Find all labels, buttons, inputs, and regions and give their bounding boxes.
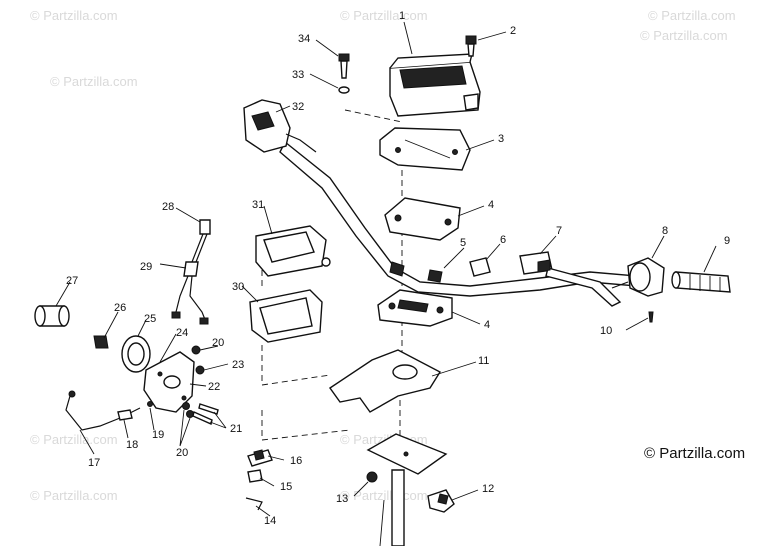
callout-20-lower: 20 bbox=[176, 447, 188, 459]
part-nut bbox=[366, 471, 378, 483]
callout-21: 21 bbox=[230, 423, 242, 435]
watermark-text: © Partzilla.com bbox=[30, 8, 118, 23]
part-small-clip bbox=[247, 469, 263, 483]
callout-3: 3 bbox=[498, 133, 504, 145]
callout-31: 31 bbox=[252, 199, 264, 211]
part-throttle-housing bbox=[611, 257, 665, 297]
callout-7: 7 bbox=[556, 225, 562, 237]
watermark-text: © Partzilla.com bbox=[50, 74, 138, 89]
part-cylinder bbox=[34, 305, 70, 327]
callout-4-lower: 4 bbox=[484, 319, 490, 331]
part-fasteners bbox=[182, 345, 219, 425]
callout-17: 17 bbox=[88, 457, 100, 469]
watermark-text: © Partzilla.com bbox=[640, 28, 728, 43]
part-bracket-plate bbox=[379, 127, 471, 171]
watermark-text: © Partzilla.com bbox=[340, 488, 428, 503]
callout-12: 12 bbox=[482, 483, 494, 495]
part-steering-post bbox=[366, 433, 448, 546]
part-sensor bbox=[171, 219, 211, 325]
part-screw-10 bbox=[648, 311, 654, 323]
part-washer-screw bbox=[338, 53, 350, 94]
part-cover bbox=[389, 53, 481, 117]
part-cable-end bbox=[117, 409, 133, 421]
watermark-text: © Partzilla.com bbox=[648, 8, 736, 23]
part-mounting-plate bbox=[329, 349, 441, 413]
callout-16: 16 bbox=[290, 455, 302, 467]
callout-29: 29 bbox=[140, 261, 152, 273]
watermark-text: © Partzilla.com bbox=[30, 488, 118, 503]
part-speedo-housing bbox=[249, 289, 323, 343]
callout-30: 30 bbox=[232, 281, 244, 293]
callout-4-upper: 4 bbox=[488, 199, 494, 211]
part-bulb-socket bbox=[93, 335, 109, 349]
part-pin bbox=[245, 497, 263, 511]
callout-28: 28 bbox=[162, 201, 174, 213]
part-clip bbox=[427, 489, 455, 513]
callout-5: 5 bbox=[460, 237, 466, 249]
callout-23: 23 bbox=[232, 359, 244, 371]
part-speedometer bbox=[255, 225, 331, 277]
part-upper-clamp bbox=[384, 197, 461, 241]
part-handlebar bbox=[279, 140, 661, 297]
callout-9: 9 bbox=[724, 235, 730, 247]
callout-33: 33 bbox=[292, 69, 304, 81]
leader-lines bbox=[55, 21, 717, 517]
callout-labels: 1 2 3 4 4 5 6 7 8 9 10 11 12 13 14 15 16… bbox=[66, 10, 730, 527]
callout-2: 2 bbox=[510, 25, 516, 37]
callout-18: 18 bbox=[126, 439, 138, 451]
callout-32: 32 bbox=[292, 101, 304, 113]
callout-25: 25 bbox=[144, 313, 156, 325]
callout-19: 19 bbox=[152, 429, 164, 441]
callout-6: 6 bbox=[500, 234, 506, 246]
callout-26: 26 bbox=[114, 302, 126, 314]
callout-22: 22 bbox=[208, 381, 220, 393]
callout-14: 14 bbox=[264, 515, 276, 527]
watermark-text: © Partzilla.com bbox=[30, 432, 118, 447]
part-small-block bbox=[469, 257, 491, 277]
callout-13: 13 bbox=[336, 493, 348, 505]
callout-10: 10 bbox=[600, 325, 612, 337]
callout-1: 1 bbox=[399, 10, 405, 22]
copyright-text: © Partzilla.com bbox=[644, 445, 745, 462]
callout-8: 8 bbox=[662, 225, 668, 237]
callout-20-upper: 20 bbox=[212, 337, 224, 349]
part-ring bbox=[121, 335, 151, 373]
part-brake-lever bbox=[519, 251, 622, 307]
callout-15: 15 bbox=[280, 481, 292, 493]
callout-24: 24 bbox=[176, 327, 188, 339]
part-grip bbox=[671, 271, 731, 293]
part-screw-2 bbox=[465, 35, 477, 57]
callout-34: 34 bbox=[298, 33, 310, 45]
callout-11: 11 bbox=[478, 355, 489, 367]
part-speedo-bracket bbox=[143, 351, 195, 413]
part-clip-16 bbox=[247, 449, 273, 467]
watermark-layer: © Partzilla.com © Partzilla.com © Partzill… bbox=[30, 8, 736, 503]
part-lower-clamp bbox=[377, 289, 453, 327]
part-switch bbox=[243, 99, 317, 153]
callout-27: 27 bbox=[66, 275, 78, 287]
watermark-text: © Partzilla.com bbox=[340, 8, 428, 23]
